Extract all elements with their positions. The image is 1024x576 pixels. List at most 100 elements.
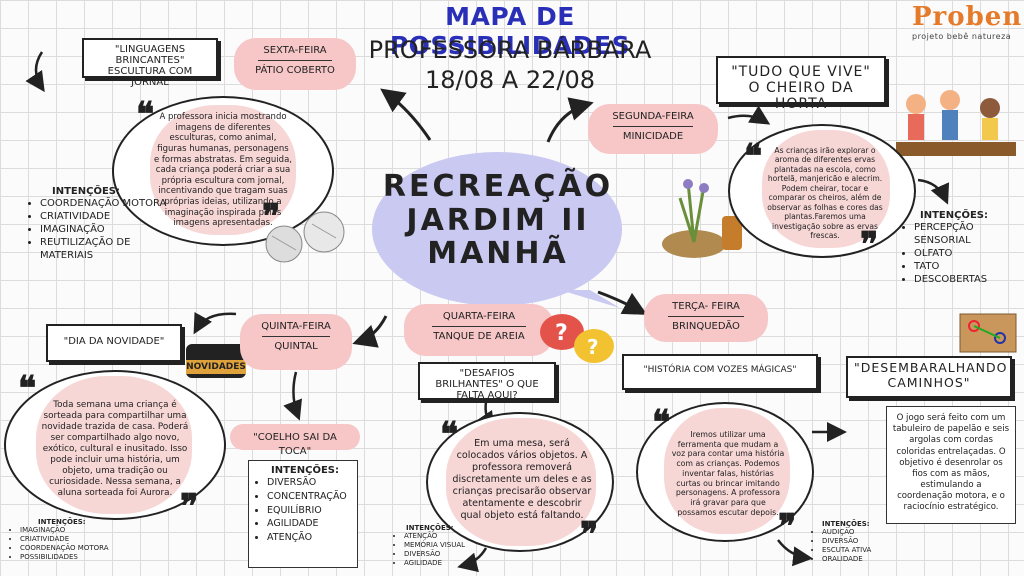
list-item: ATENÇÃO bbox=[404, 532, 492, 541]
list-item: OLFATO bbox=[914, 247, 1020, 260]
wednesday-divider bbox=[432, 325, 526, 328]
friday-activity-box: "LINGUAGENS BRINCANTES" ESCULTURA COM JO… bbox=[82, 38, 218, 88]
tuesday-place: BRINQUEDÃO bbox=[672, 320, 740, 332]
friday-intentions: INTENÇÕES: COORDENAÇÃO MOTORA CRIATIVIDA… bbox=[28, 186, 178, 262]
tuesday-day-pill: TERÇA- FEIRA BRINQUEDÃO bbox=[644, 294, 768, 342]
cloud-tail-icon bbox=[560, 290, 620, 308]
quote-close-icon: ❞ bbox=[180, 487, 199, 527]
center-line-1: RECREAÇÃO bbox=[382, 169, 614, 204]
list-item: CRIATIVIDADE bbox=[40, 210, 178, 223]
monday-blob bbox=[762, 130, 890, 248]
thursday-song-intentions-title: INTENÇÕES: bbox=[271, 465, 339, 476]
question-bubbles-icon: ? ? bbox=[540, 314, 614, 363]
list-item: REUTILIZAÇÃO DE MATERIAIS bbox=[40, 236, 178, 262]
thursday-place: QUINTAL bbox=[274, 340, 318, 352]
tuesday-day: TERÇA- FEIRA bbox=[672, 301, 740, 312]
thursday-song-intentions: INTENÇÕES: DIVERSÃO CONCENTRAÇÃO EQUILÍB… bbox=[248, 460, 358, 568]
monday-divider bbox=[613, 125, 693, 128]
center-cloud bbox=[372, 152, 622, 306]
list-item: DIVERSÃO bbox=[404, 550, 492, 559]
friday-place: PÁTIO COBERTO bbox=[255, 64, 335, 76]
quote-open-icon: ❝ bbox=[18, 369, 37, 409]
friday-blob bbox=[150, 105, 296, 235]
list-item: DIVERSÃO bbox=[267, 476, 351, 490]
svg-text:?: ? bbox=[587, 335, 599, 359]
page-title: MAPA DE POSSIBILIDADES bbox=[389, 2, 631, 60]
wednesday-intentions-title: INTENÇÕES: bbox=[406, 524, 454, 532]
list-item: POSSIBILIDADES bbox=[20, 553, 138, 562]
novidades-label: NOVIDADES bbox=[186, 360, 246, 374]
novidades-badge: NOVIDADES bbox=[186, 344, 246, 378]
quote-close-icon: ❞ bbox=[580, 515, 599, 555]
list-item: ATENÇÃO bbox=[267, 531, 351, 545]
monday-place: MINICIDADE bbox=[622, 130, 684, 142]
arrow-to-tuesday bbox=[597, 290, 648, 315]
monday-description: As crianças irão explorar o aroma de dif… bbox=[767, 146, 883, 241]
arrow-to-friday bbox=[380, 88, 432, 141]
tuesday-activity-box: "HISTÓRIA COM VOZES MÁGICAS" bbox=[622, 354, 818, 390]
arrow-thursday-side bbox=[193, 312, 237, 335]
monday-day: SEGUNDA-FEIRA bbox=[612, 111, 694, 122]
arrow-monday-side bbox=[727, 105, 771, 125]
list-item: PERCEPÇÃO SENSORIAL bbox=[914, 221, 1020, 247]
children-gardening-icon bbox=[896, 90, 1016, 156]
thursday-day-pill: QUINTA-FEIRA QUINTAL bbox=[240, 314, 352, 370]
quote-open-icon: ❝ bbox=[440, 415, 459, 455]
thursday-intentions-list: IMAGINAÇÃO CRIATIVIDADE COORDENAÇÃO MOTO… bbox=[8, 526, 138, 562]
herbs-icon bbox=[662, 179, 742, 258]
logo-tagline: projeto bebê natureza bbox=[912, 32, 1012, 41]
list-item: CRIATIVIDADE bbox=[20, 535, 138, 544]
thursday-divider bbox=[262, 335, 330, 338]
thursday-day: QUINTA-FEIRA bbox=[261, 321, 331, 332]
list-item: IMAGINAÇÃO bbox=[40, 223, 178, 236]
monday-intentions: INTENÇÕES: PERCEPÇÃO SENSORIAL OLFATO TA… bbox=[902, 210, 1020, 286]
center-line-2: JARDIM II bbox=[406, 202, 590, 238]
tuesday-divider bbox=[668, 315, 744, 318]
thursday-intentions-title: INTENÇÕES: bbox=[38, 518, 86, 526]
friday-day: SEXTA-FEIRA bbox=[263, 45, 327, 56]
center-line-3: MANHÃ bbox=[427, 236, 569, 272]
wednesday-activity-box: "DESAFIOS BRILHANTES" O QUE FALTA AQUI? bbox=[418, 362, 556, 401]
wednesday-day: QUARTA-FEIRA bbox=[442, 311, 516, 322]
list-item: IMAGINAÇÃO bbox=[20, 526, 138, 535]
list-item: ESCUTA ATIVA bbox=[822, 546, 910, 555]
list-item: AGILIDADE bbox=[267, 517, 351, 531]
thursday-song-intentions-list: DIVERSÃO CONCENTRAÇÃO EQUILÍBRIO AGILIDA… bbox=[255, 476, 351, 545]
tuesday-intentions-title: INTENÇÕES: bbox=[822, 520, 870, 528]
quote-open-icon: ❝ bbox=[744, 137, 763, 177]
friday-divider bbox=[257, 59, 333, 62]
arrow-wednesday-intent bbox=[457, 547, 488, 573]
monday-day-pill: SEGUNDA-FEIRA MINICIDADE bbox=[588, 104, 718, 154]
arrow-to-thursday bbox=[352, 315, 388, 348]
list-item: COORDENAÇÃO MOTORA bbox=[20, 544, 138, 553]
tuesday-blob bbox=[664, 408, 790, 534]
wednesday-intentions: INTENÇÕES: ATENÇÃO MEMÓRIA VISUAL DIVERS… bbox=[392, 524, 492, 568]
list-item: ORALIDADE bbox=[822, 555, 910, 564]
quote-close-icon: ❞ bbox=[262, 197, 281, 237]
list-item: AUDIÇÃO bbox=[822, 528, 910, 537]
friday-day-pill: SEXTA-FEIRA PÁTIO COBERTO bbox=[234, 38, 356, 90]
friday-intentions-list: COORDENAÇÃO MOTORA CRIATIVIDADE IMAGINAÇ… bbox=[28, 197, 178, 262]
list-item: TATO bbox=[914, 260, 1020, 273]
wednesday-description: Em uma mesa, será colocados vários objet… bbox=[452, 438, 592, 521]
tuesday-intentions: INTENÇÕES: AUDIÇÃO DIVERSÃO ESCUTA ATIVA… bbox=[810, 520, 910, 564]
tuesday-description: Iremos utilizar uma ferramenta que mudam… bbox=[671, 430, 785, 517]
quote-close-icon: ❞ bbox=[778, 507, 797, 547]
thursday-blob bbox=[36, 376, 192, 514]
list-item: DIVERSÃO bbox=[822, 537, 910, 546]
board-game-icon bbox=[959, 313, 1017, 353]
quote-open-icon: ❝ bbox=[136, 95, 155, 135]
thursday-description: Toda semana uma criança é sorteada para … bbox=[41, 400, 189, 498]
thursday-song-pill: "COELHO SAI DA TOCA" bbox=[230, 424, 360, 457]
list-item: MEMÓRIA VISUAL bbox=[404, 541, 492, 550]
list-item: AGILIDADE bbox=[404, 559, 492, 568]
list-item: COORDENAÇÃO MOTORA bbox=[40, 197, 178, 210]
friday-intentions-title: INTENÇÕES: bbox=[52, 186, 120, 197]
date-range: 18/08 A 22/08 bbox=[424, 66, 595, 94]
friday-description: A professora inicia mostrando imagens de… bbox=[154, 112, 292, 229]
list-item: EQUILÍBRIO bbox=[267, 504, 351, 518]
quote-open-icon: ❝ bbox=[652, 403, 671, 443]
monday-activity-box: "TUDO QUE VIVE" O CHEIRO DA HORTA bbox=[716, 56, 886, 112]
arrow-friday-side bbox=[25, 51, 45, 93]
center-title: RECREAÇÃO JARDIM II MANHÃ bbox=[378, 170, 618, 271]
